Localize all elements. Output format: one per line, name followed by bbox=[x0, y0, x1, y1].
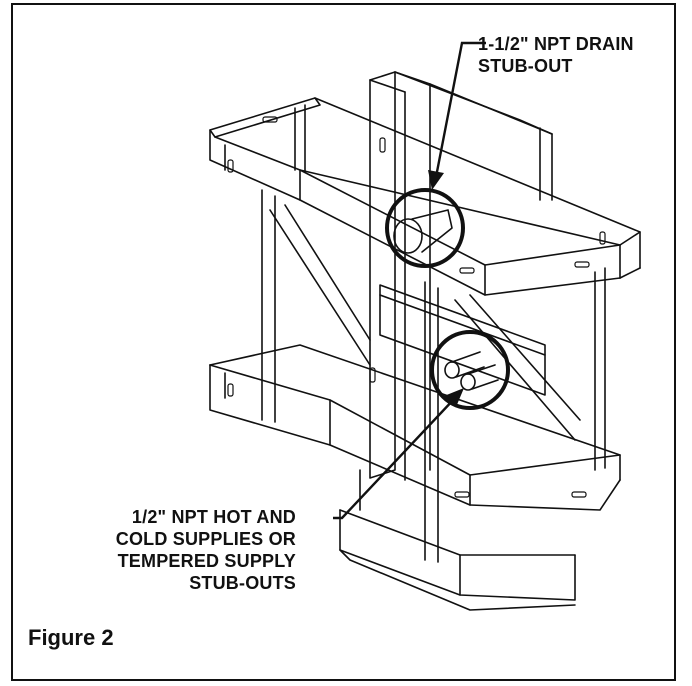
supply-callout-line-4: STUB-OUTS bbox=[189, 573, 296, 593]
diagonal-braces bbox=[269, 204, 581, 441]
drain-callout-line-1: 1-1/2" NPT DRAIN bbox=[478, 34, 634, 54]
supply-callout-line-1: 1/2" NPT HOT AND bbox=[131, 507, 296, 527]
arrowheads bbox=[428, 170, 464, 407]
supply-callout-line-3: TEMPERED SUPPLY bbox=[117, 551, 296, 571]
drain-callout-line-2: STUB-OUT bbox=[478, 56, 573, 76]
leader-lines bbox=[333, 41, 486, 520]
slots bbox=[227, 116, 606, 498]
figure-frame bbox=[11, 3, 676, 681]
drain-stub-out-callout: 1-1/2" NPT DRAIN STUB-OUT bbox=[478, 33, 634, 77]
supply-stub-outs bbox=[430, 330, 510, 410]
mounting-plates bbox=[379, 284, 546, 396]
supply-stub-outs-callout: 1/2" NPT HOT AND COLD SUPPLIES OR TEMPER… bbox=[116, 506, 296, 594]
supply-callout-line-2: COLD SUPPLIES OR bbox=[115, 529, 296, 549]
back-column bbox=[369, 71, 553, 481]
upper-rail bbox=[209, 97, 641, 296]
drain-stub-out bbox=[385, 188, 465, 268]
figure-caption: Figure 2 bbox=[28, 625, 114, 650]
foot-base bbox=[339, 469, 576, 611]
lower-rail bbox=[209, 344, 621, 511]
